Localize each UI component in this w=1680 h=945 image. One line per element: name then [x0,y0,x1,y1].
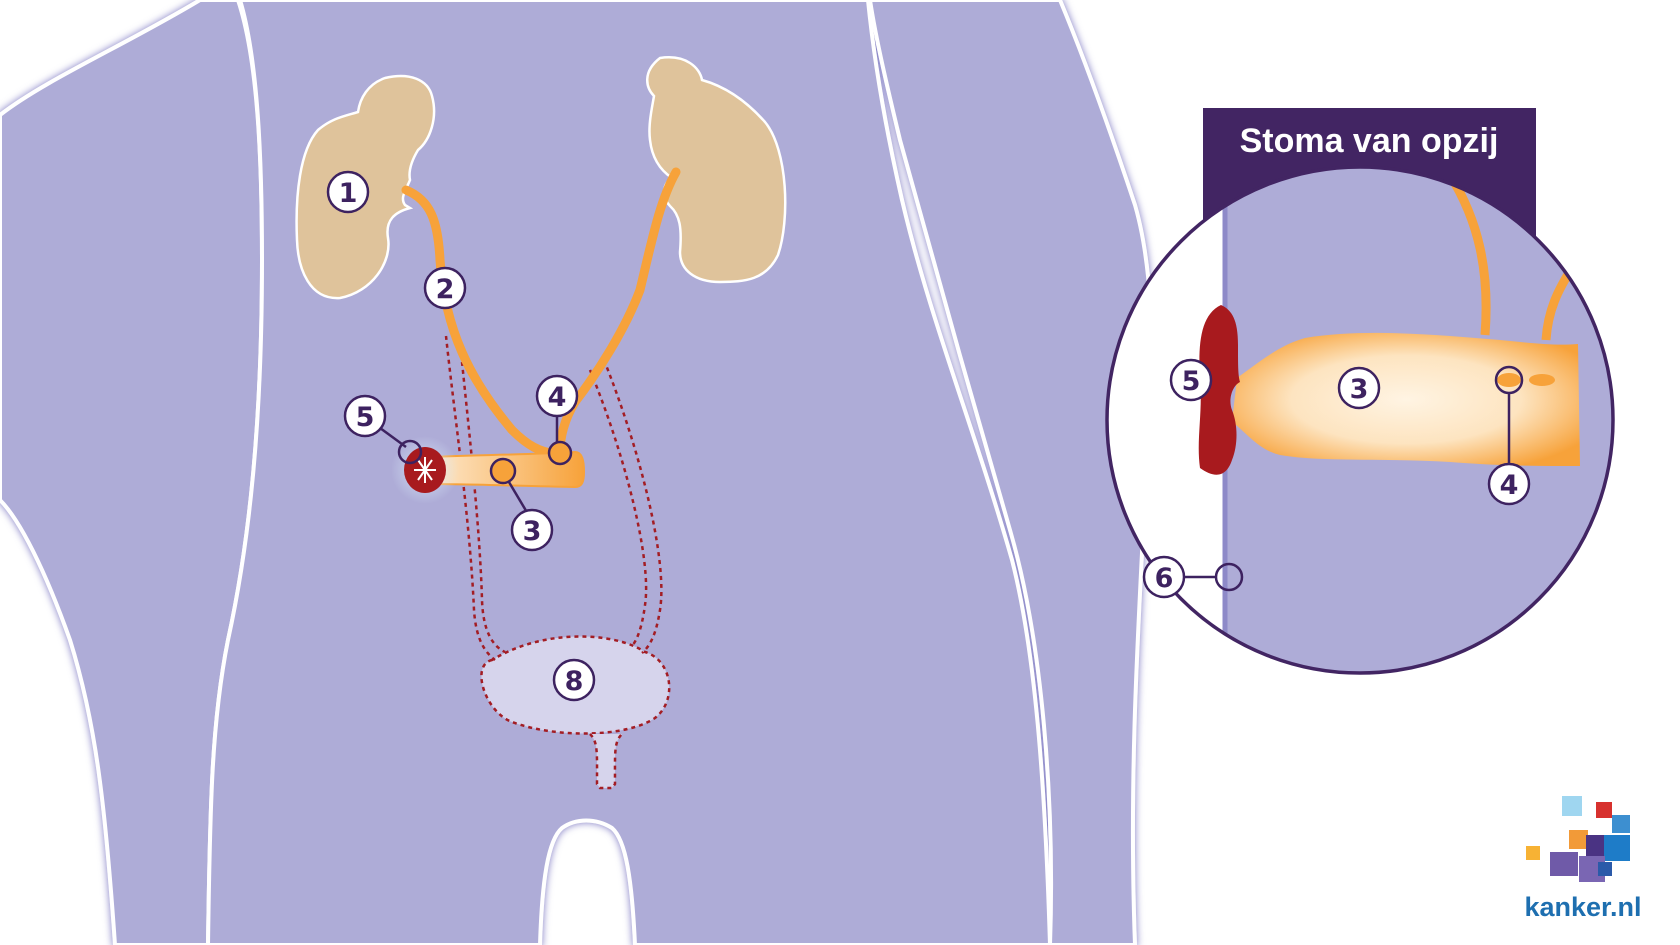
callout-ureter [423,266,467,310]
label-kidney: 1 [339,178,358,209]
inset-stoma [1198,305,1240,475]
inset-side-view: Stoma van opzij [1105,108,1615,675]
marker-inset-join [1494,365,1524,395]
label-skin: 6 [1155,563,1174,594]
marker-skin [1214,562,1244,592]
callout-ureter-join [535,374,579,418]
label-inset-conduit: 3 [1350,374,1369,405]
callout-inset-join [1487,462,1531,506]
label-bladder: 8 [565,666,584,697]
old-ureter-right-inner [588,369,648,647]
kidney-icon [646,56,787,284]
callout-skin [1142,555,1186,599]
callouts [326,170,1531,702]
callout-stoma [343,394,387,438]
marker-conduit [489,457,517,485]
old-ureter-left-outline [444,335,496,661]
ureters [401,167,681,459]
stoma-opening [414,457,436,483]
label-inset-stoma: 5 [1182,366,1201,397]
right-arm [867,0,1154,945]
old-ureter-right-outline [602,359,663,654]
callout-labels: 1 2 4 5 3 8 5 3 4 6 [339,178,1519,697]
callout-inset-stoma [1169,358,1213,402]
body-silhouette [0,0,1154,945]
brand-name: kanker.nl [1524,892,1641,922]
inset-ureter-1 [1446,172,1491,336]
torso [205,0,1053,945]
label-ureter-join: 4 [548,382,567,413]
callout-bladder [552,658,596,702]
inset-ureter-opening [1497,373,1521,387]
inset-conduit [1232,332,1580,466]
ureter-icon [555,167,681,457]
label-ureter: 2 [436,274,455,305]
marker-ureter-join [547,440,573,466]
callout-conduit [510,508,554,552]
label-inset-join: 4 [1500,470,1519,501]
callout-kidney [326,170,370,214]
urethra-outline [589,733,623,790]
ureter-icon [401,185,561,459]
inset-title: Stoma van opzij [1240,122,1499,160]
marker-stoma [397,439,423,465]
callout-inset-conduit [1337,366,1381,410]
logo-icon [1526,796,1630,882]
label-conduit: 3 [523,516,542,547]
inset-ureter-opening-2 [1529,374,1555,386]
inset-circle-border [1105,165,1615,675]
label-stoma: 5 [356,402,375,433]
